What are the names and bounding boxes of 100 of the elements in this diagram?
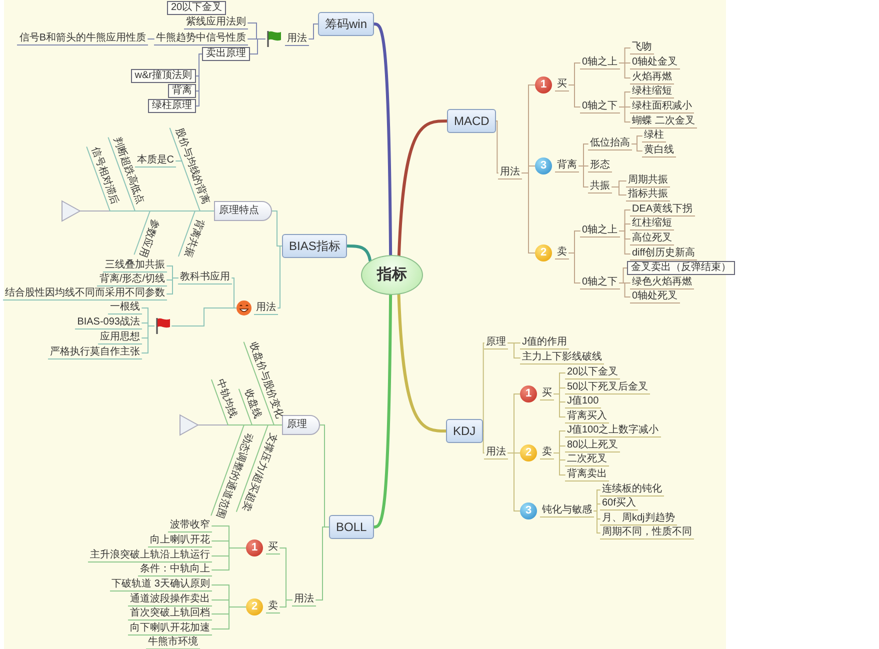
branch-label: 牛熊市环境 (146, 636, 200, 649)
boxed-label: 卖出原理 (202, 47, 250, 61)
branch-label: 结合股性因均线不同而采用不同参数 (3, 288, 167, 300)
branch-label: 20以下金叉 (565, 366, 620, 380)
branch-label: 形态 (588, 160, 612, 172)
branch-label: J值的作用 (520, 336, 569, 350)
branch-label: 0轴之上 (580, 224, 620, 238)
branch-label: 0轴之上 (580, 56, 620, 70)
connector-line (278, 246, 282, 308)
connector-line (619, 282, 630, 298)
branch-label: 用法 (254, 302, 278, 314)
branch-label: 60f买入 (600, 498, 638, 510)
branch-label: 0轴之下 (580, 100, 620, 114)
branch-label: 绿柱缩短 (630, 86, 674, 98)
branch-label: 红柱缩短 (630, 218, 674, 230)
connector-line (176, 160, 182, 162)
boxed-label: 金叉卖出（反弹结束） (627, 261, 735, 275)
branch-label: 绿柱 (642, 130, 666, 142)
connector-line (250, 38, 266, 54)
branch-label: DEA黄线下拐 (630, 204, 695, 216)
branch-label: 原理 (484, 336, 508, 350)
connector-line (196, 54, 202, 106)
boxed-label: 背离 (168, 84, 196, 98)
connector-line (397, 120, 448, 257)
branch-label: 向下喇叭开花加速 (128, 622, 212, 636)
topic-box: BIAS指标 (282, 234, 348, 258)
branch-label: 背离 (555, 160, 579, 172)
branch-label: J值100之上数字减小 (565, 424, 661, 438)
branch-label: 0轴处死叉 (630, 290, 680, 304)
connector-line (496, 120, 498, 174)
boxed-label: w&r撞顶法则 (130, 69, 196, 83)
branch-label: 卖 (540, 446, 554, 460)
connector-line (397, 293, 448, 432)
branch-label: 一根线 (108, 302, 142, 314)
branch-label: 绿色火焰再燃 (630, 276, 694, 290)
branch-label: 黄白线 (642, 144, 676, 158)
connector-line (280, 600, 292, 608)
connector-line (372, 22, 392, 257)
branch-label: 卖 (555, 246, 569, 260)
branch-label: 用法 (292, 594, 316, 606)
branch-label: 通道波段操作卖出 (128, 594, 212, 606)
branch-label: 严格执行莫自作主张 (48, 346, 142, 360)
branch-label: 主升浪突破上轨沿上轨运行 (88, 550, 212, 562)
branch-label: 用法 (285, 32, 309, 46)
connector-line (482, 342, 484, 432)
branch-label: 月、周kdj判趋势 (600, 512, 677, 526)
branch-label: 钝化与敏感 (540, 504, 594, 518)
flag-icon (154, 317, 172, 335)
branch-label: BIAS-093战法 (75, 316, 142, 330)
connector-line (568, 252, 580, 284)
branch-label: 用法 (498, 166, 522, 180)
branch-label: 火焰再燃 (630, 72, 674, 84)
branch-label: 蝴蝶 二次金叉 (630, 116, 697, 128)
branch-label: 低位抬高 (588, 138, 632, 150)
topic-box: 筹码win (318, 12, 374, 36)
branch-label: 指标共振 (626, 188, 670, 202)
branch-label: 0轴处金叉 (630, 56, 680, 70)
connector-line (619, 230, 630, 254)
branch-label: 周期不同，性质不同 (600, 526, 694, 540)
branch-label: 飞吻 (630, 42, 654, 54)
branch-label: 绿柱面积减小 (630, 100, 694, 114)
fishbone-rib (236, 424, 282, 512)
branch-label: 连续板的钝化 (600, 484, 664, 496)
connector-line (316, 526, 330, 600)
branch-label: 用法 (484, 446, 508, 460)
topic-box: KDJ (446, 419, 483, 443)
connector-line (172, 308, 236, 326)
branch-label: 背离买入 (565, 410, 609, 424)
branch-label: 首次突破上轨回档 (128, 608, 212, 620)
branch-label: 牛熊趋势中信号性质 (154, 32, 248, 46)
branch-label: 信号B和箭头的牛熊应用性质 (17, 32, 148, 46)
fishbone-rib (178, 210, 214, 257)
branch-label: 波带收窄 (168, 520, 212, 532)
connector-line (272, 210, 282, 246)
rib-label: 参数应用 (135, 216, 160, 259)
connector-line (594, 504, 600, 512)
connector-line (554, 452, 566, 476)
rib-label: 背离共振 (180, 216, 206, 259)
connector-line (148, 38, 154, 40)
connector-line (632, 144, 642, 152)
rib-label: 中轨均线 (214, 378, 238, 420)
branch-label: 背离卖出 (565, 468, 609, 482)
connector-line (612, 186, 626, 196)
connector-line (346, 244, 372, 262)
connector-line (619, 62, 630, 78)
connector-line (508, 342, 520, 358)
branch-label: 80以上死叉 (565, 440, 620, 452)
connector-line (212, 606, 246, 630)
branch-label: 买 (555, 78, 569, 92)
connector-line (522, 172, 536, 254)
connector-line (508, 452, 520, 512)
branch-label: 主力上下影线破线 (520, 352, 604, 364)
boxed-label: 绿柱原理 (148, 99, 196, 113)
topic-box: MACD (447, 109, 496, 133)
branch-label: 下破轨道 3天确认原则 (110, 578, 212, 592)
branch-label: 应用思想 (98, 332, 142, 344)
branch-label: 0轴之下 (580, 276, 620, 290)
connector-line (166, 278, 178, 294)
connector-line (594, 510, 600, 534)
branch-label: 背离/形态/切线 (97, 274, 167, 286)
